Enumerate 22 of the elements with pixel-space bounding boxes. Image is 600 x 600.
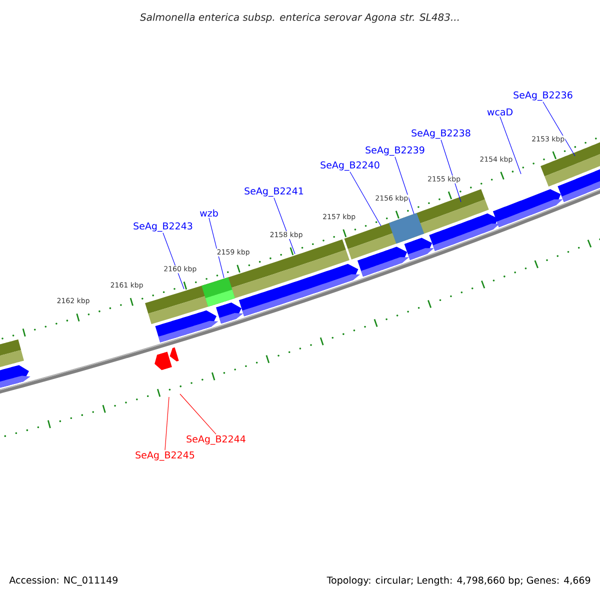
leader-line <box>500 116 522 174</box>
leader-line <box>208 218 224 278</box>
leader-line <box>542 102 576 156</box>
gene-label: wcaD <box>487 108 513 116</box>
gene-label: wzb <box>200 209 218 217</box>
leader-line <box>394 156 414 214</box>
gene-label: SeAg_B2241 <box>244 187 304 197</box>
gene-label: SeAg_B2238 <box>412 129 470 139</box>
gene-label: SeAg_B2236 <box>514 91 572 101</box>
title: Salmonella enterica subsp. enterica serovar Agona str. SL483... <box>140 13 459 23</box>
footer-text: Topology: circular; Length: 4,798,660 bp; Genes: 4,669 <box>326 576 590 586</box>
gene-label: SeAg_B2245 <box>136 451 194 461</box>
leader-line <box>164 396 170 450</box>
leader-line <box>180 394 216 434</box>
footer-text: Accession: NC_011149 <box>9 576 118 586</box>
gene-label: SeAg_B2244 <box>186 435 246 445</box>
leader-line <box>162 232 184 290</box>
leader-line <box>350 172 382 226</box>
leader-line <box>274 198 296 254</box>
gene-label: SeAg_B2240 <box>320 161 380 171</box>
gene-label: SeAg_B2239 <box>366 146 424 156</box>
gene-label: SeAg_B2243 <box>134 222 192 232</box>
